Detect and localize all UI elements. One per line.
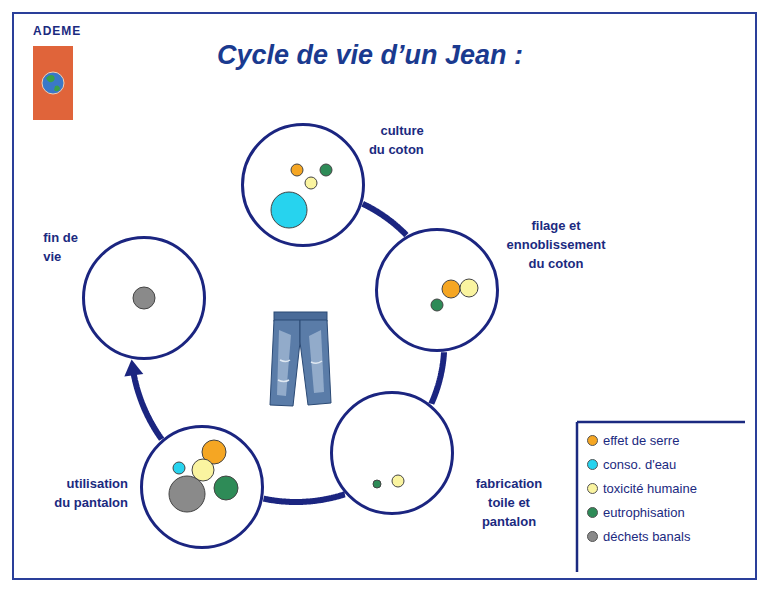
stage-circle: utilisation du pantalon <box>140 425 264 549</box>
cycle-arc <box>431 352 444 404</box>
legend-text: eutrophisation <box>603 504 685 522</box>
cycle-arrow <box>363 204 407 235</box>
legend-text: conso. d'eau <box>603 456 676 474</box>
circle-border <box>377 230 498 351</box>
stage-label: fin de vie <box>43 228 85 266</box>
circle-border <box>243 125 364 246</box>
cycle-arrow <box>264 494 345 502</box>
jeans-picture <box>270 312 331 406</box>
legend-frame <box>577 422 745 572</box>
legend-swatch <box>587 483 598 494</box>
cycle-arrow <box>124 359 161 439</box>
circle-outline <box>140 425 264 549</box>
outer-frame <box>13 13 756 579</box>
cycle-arc <box>363 204 407 235</box>
cycle-arc <box>264 494 345 502</box>
stage-label: culture du coton <box>364 121 424 159</box>
circle-border <box>84 238 205 359</box>
logo-name: ADEME <box>33 24 81 38</box>
stage-label: filage et ennoblissement du coton <box>502 216 610 273</box>
impact-dots <box>133 164 478 512</box>
stage-circle: filage et ennoblissement du coton <box>375 228 499 352</box>
legend-text: toxicité humaine <box>603 480 697 498</box>
cycle-arrow <box>431 352 444 404</box>
arrow-head <box>124 359 143 376</box>
legend-swatch <box>587 531 598 542</box>
legend-text: déchets banals <box>603 528 690 546</box>
legend-swatch <box>587 435 598 446</box>
circle-outline <box>330 391 454 515</box>
legend-swatch <box>587 507 598 518</box>
stage-circle: fabrication toile et pantalon <box>330 391 454 515</box>
stage-circle: culture du coton <box>241 123 365 247</box>
circle-outline <box>241 123 365 247</box>
legend-text: effet de serre <box>603 432 679 450</box>
stage-circle: fin de vie <box>82 236 206 360</box>
ademe-logo <box>33 46 73 120</box>
stage-label: utilisation du pantalon <box>54 474 128 512</box>
cycle-arc <box>134 374 162 440</box>
stage-label: fabrication toile et pantalon <box>468 474 550 531</box>
circle-border <box>142 427 263 548</box>
circle-border <box>332 393 453 514</box>
circle-outline <box>82 236 206 360</box>
legend-swatch <box>587 459 598 470</box>
diagram-title: Cycle de vie d’un Jean : <box>170 40 570 71</box>
circle-outline <box>375 228 499 352</box>
